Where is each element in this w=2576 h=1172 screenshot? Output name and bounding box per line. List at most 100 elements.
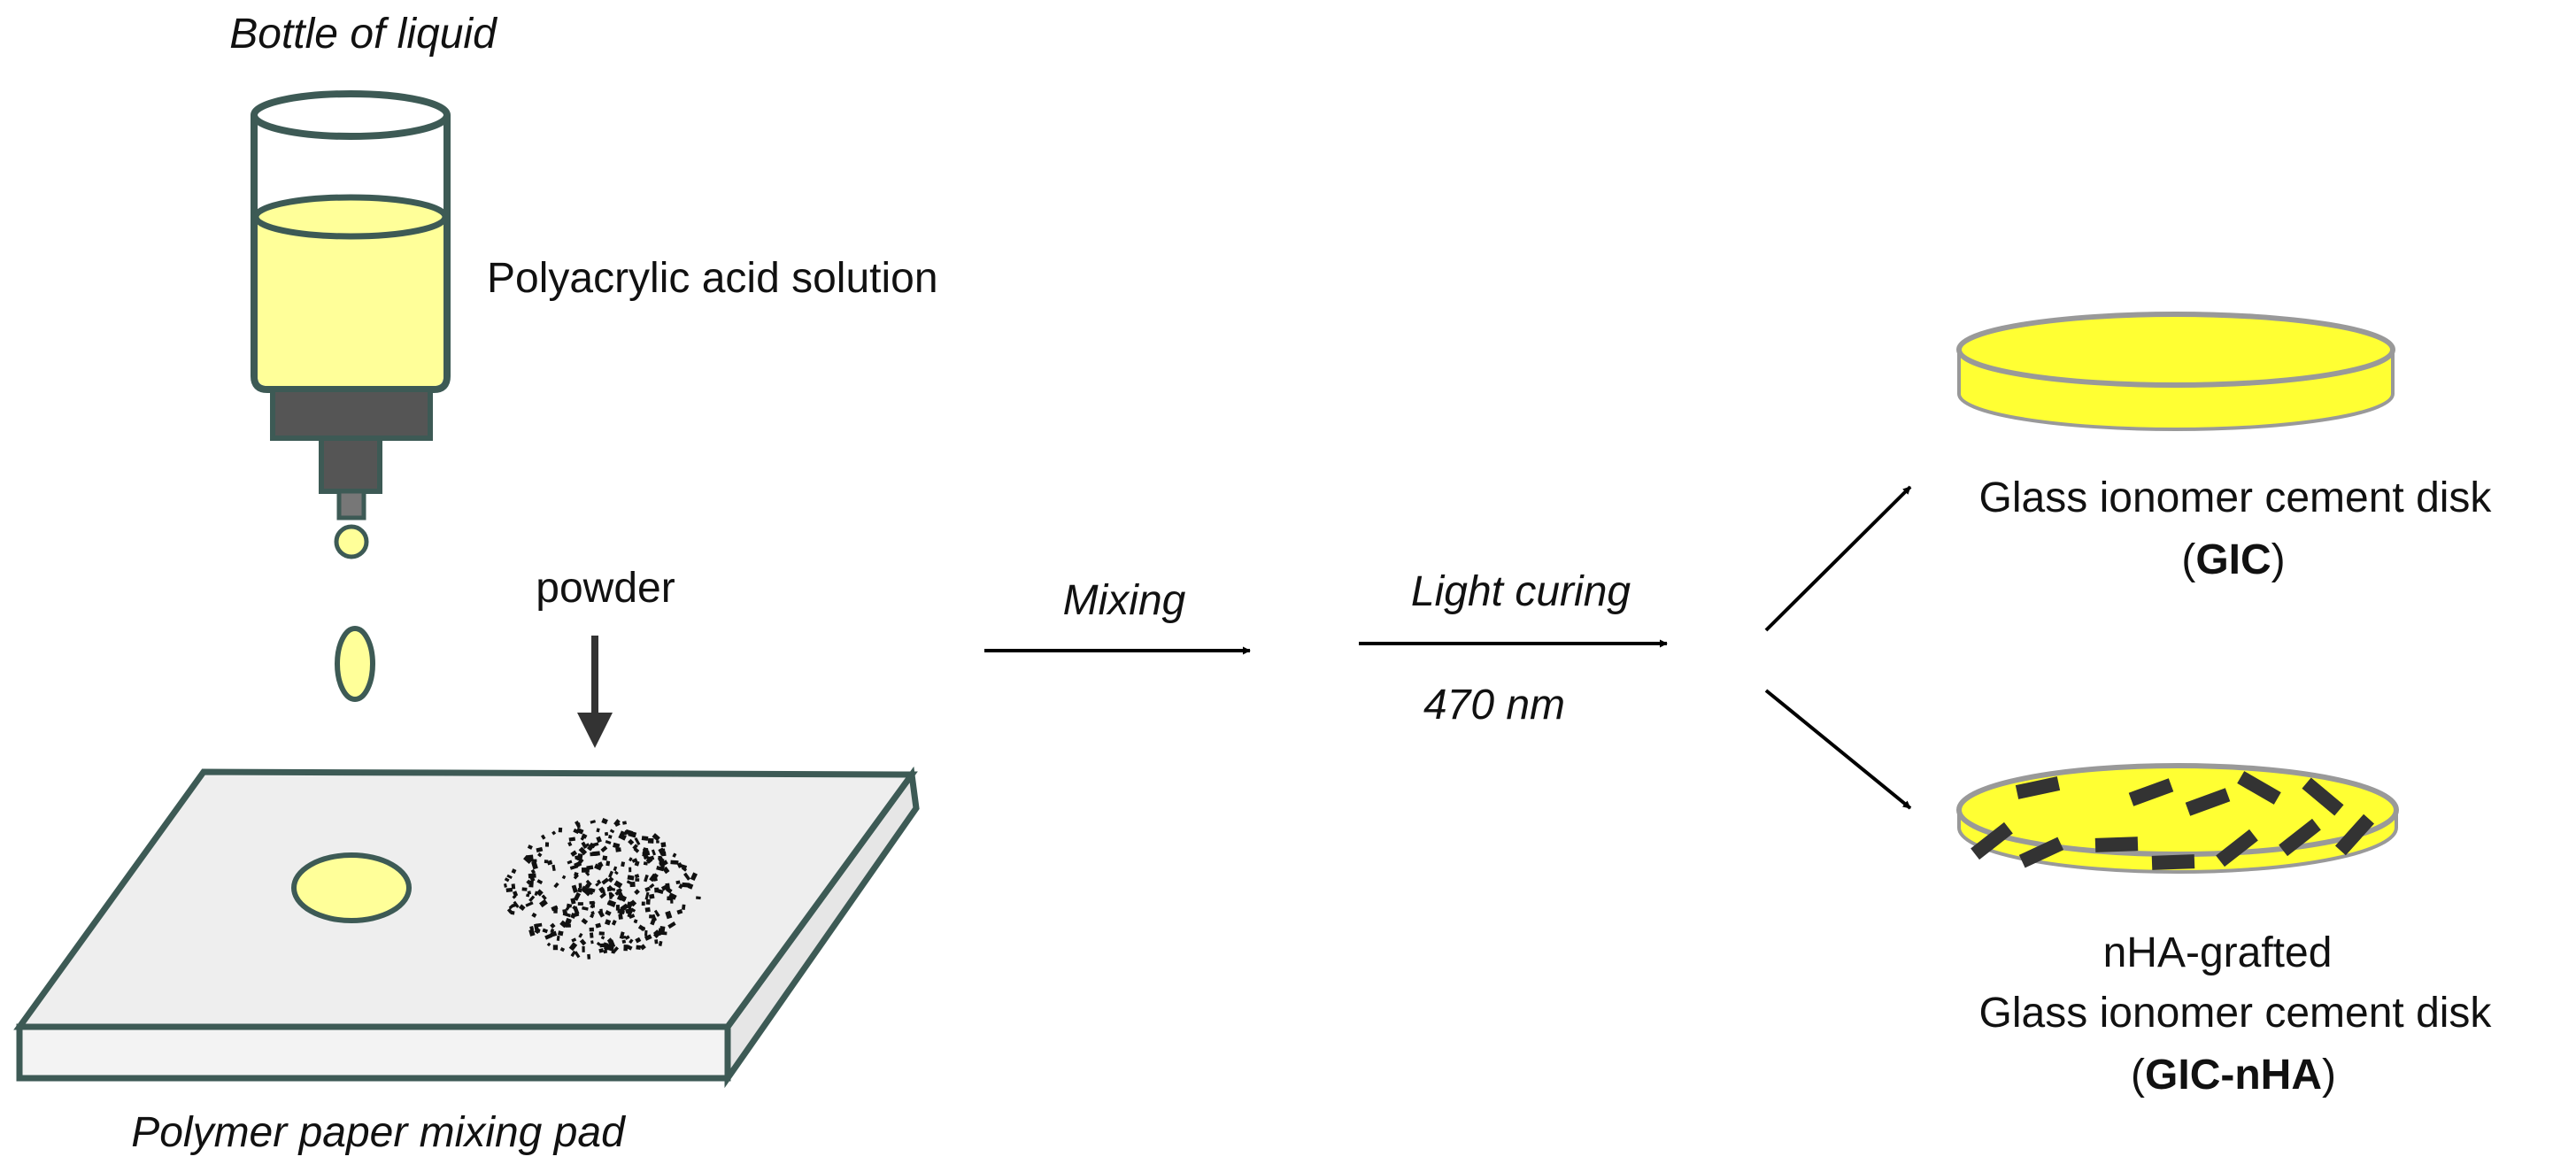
powder-particle bbox=[690, 872, 698, 882]
powder-particle bbox=[594, 863, 603, 871]
bottle-rim bbox=[251, 90, 451, 140]
powder-particle bbox=[601, 877, 609, 885]
powder-particle bbox=[568, 942, 578, 952]
powder-particle bbox=[569, 864, 579, 870]
powder-particle bbox=[531, 859, 537, 862]
powder-particle bbox=[652, 929, 661, 937]
powder-particle bbox=[527, 891, 532, 895]
powder-particle bbox=[571, 884, 578, 893]
bottle-cap bbox=[270, 387, 433, 441]
powder-particle bbox=[536, 889, 544, 897]
powder-particle bbox=[607, 939, 616, 949]
powder-particle bbox=[658, 847, 666, 856]
nozzle-tip bbox=[336, 489, 366, 520]
powder-particle bbox=[518, 904, 526, 911]
powder-particle bbox=[612, 946, 620, 953]
powder-particle bbox=[613, 866, 618, 872]
powder-particle bbox=[672, 852, 677, 858]
powder-particle bbox=[623, 830, 629, 836]
powder-particle bbox=[608, 835, 613, 839]
powder-particle bbox=[611, 920, 617, 926]
powder-particle bbox=[567, 860, 573, 865]
powder-particle bbox=[599, 892, 606, 899]
nha-rod bbox=[2302, 777, 2344, 816]
powder-particle bbox=[546, 942, 551, 947]
powder-particle bbox=[530, 868, 536, 875]
gic-disk-top bbox=[1956, 312, 2395, 388]
powder-particle bbox=[589, 927, 594, 932]
powder-particle bbox=[654, 887, 659, 893]
powder-particle bbox=[635, 937, 642, 944]
powder-particle bbox=[623, 945, 629, 952]
powder-particle bbox=[558, 827, 563, 833]
powder-particle bbox=[508, 904, 514, 910]
nha-rod bbox=[2094, 837, 2139, 852]
gic-name-label: Glass ionomer cement disk bbox=[1979, 474, 2493, 521]
powder-particle bbox=[665, 910, 673, 920]
powder-particle bbox=[643, 861, 648, 866]
gic-disk bbox=[1956, 312, 2395, 431]
powder-particle bbox=[667, 921, 676, 929]
powder-particle bbox=[574, 951, 581, 959]
powder-particle bbox=[551, 864, 556, 872]
nha-line2-label: Glass ionomer cement disk bbox=[1979, 990, 2493, 1037]
powder-particle bbox=[526, 893, 530, 898]
powder-particle bbox=[619, 909, 625, 915]
powder-particle bbox=[652, 833, 660, 842]
powder-arrow-head bbox=[577, 713, 613, 748]
powder-particle bbox=[618, 914, 623, 920]
powder-particle bbox=[682, 904, 686, 911]
falling-drop bbox=[335, 626, 375, 702]
powder-particle bbox=[536, 846, 544, 853]
powder-particle bbox=[544, 933, 553, 940]
arrow-to-gic bbox=[1764, 485, 1912, 632]
powder-particle bbox=[570, 850, 578, 857]
gic-nha-disk-top bbox=[1956, 763, 2399, 857]
powder-particle bbox=[682, 882, 690, 888]
powder-particle bbox=[644, 906, 651, 913]
powder-particle bbox=[604, 831, 609, 837]
powder-particle bbox=[582, 906, 589, 911]
powder-particle bbox=[666, 887, 673, 894]
powder-particle bbox=[558, 930, 564, 937]
powder-particle bbox=[590, 852, 598, 857]
powder-particle bbox=[613, 842, 621, 849]
powder-particle bbox=[631, 858, 638, 863]
mixing-label: Mixing bbox=[1063, 577, 1186, 624]
powder-particle bbox=[528, 895, 536, 902]
powder-particle bbox=[552, 945, 559, 951]
powder-particle bbox=[550, 928, 555, 933]
powder-particle bbox=[660, 842, 667, 848]
powder-particle bbox=[608, 891, 615, 898]
powder-particle bbox=[607, 876, 614, 883]
powder-particle bbox=[642, 847, 649, 852]
powder-particle bbox=[573, 891, 582, 901]
powder-particle bbox=[626, 901, 633, 909]
pad-label: Polymer paper mixing pad bbox=[131, 1109, 626, 1156]
powder-particle bbox=[602, 855, 608, 861]
powder-particle bbox=[513, 900, 520, 908]
powder-particle bbox=[650, 918, 656, 926]
powder-particle bbox=[656, 840, 659, 844]
powder-particle bbox=[600, 935, 605, 940]
powder-particle bbox=[633, 919, 638, 924]
powder-particle bbox=[615, 847, 621, 852]
powder-particle bbox=[567, 841, 573, 847]
powder-particle bbox=[696, 896, 701, 900]
powder-particle bbox=[542, 928, 549, 934]
powder-particle bbox=[613, 880, 623, 889]
powder-particle bbox=[629, 914, 636, 919]
powder-particle bbox=[521, 887, 528, 891]
powder-particle bbox=[585, 879, 592, 886]
powder-particle bbox=[651, 849, 657, 856]
powder-particle bbox=[600, 845, 608, 852]
powder-particle bbox=[632, 844, 638, 851]
powder-particle bbox=[654, 939, 659, 945]
powder-particle bbox=[525, 901, 534, 907]
powder-particle bbox=[639, 944, 646, 951]
powder-particle bbox=[629, 938, 634, 945]
pad-front-edge bbox=[16, 1023, 731, 1082]
powder-particle bbox=[526, 854, 534, 860]
powder-particle bbox=[576, 822, 581, 829]
powder-particle bbox=[570, 898, 576, 905]
